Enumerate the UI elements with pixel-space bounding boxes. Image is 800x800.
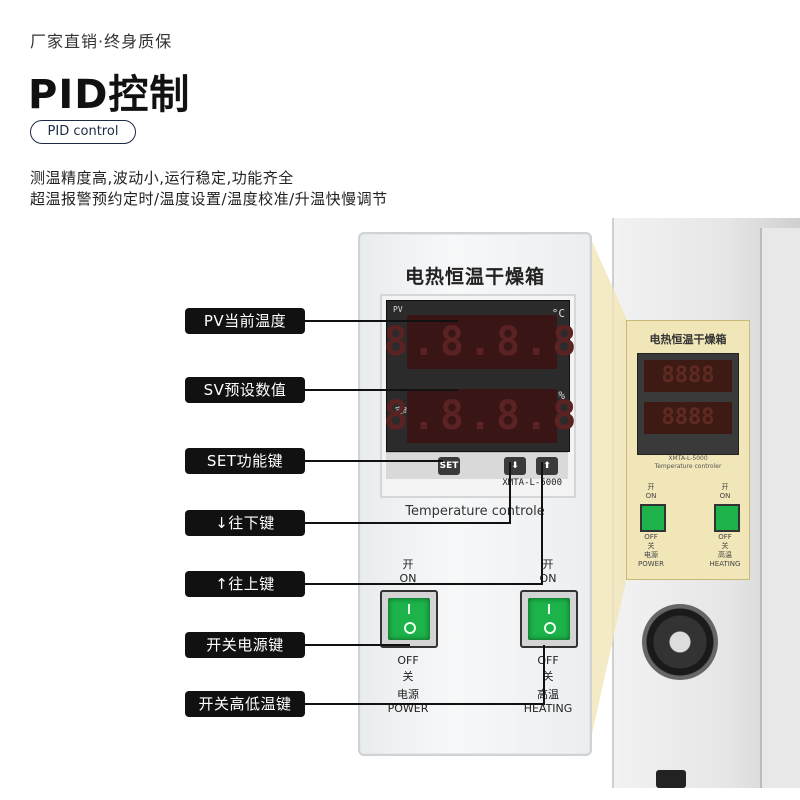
mini-heat-switch <box>714 504 740 532</box>
tagline: 厂家直销·终身质保 <box>30 32 173 51</box>
power-switch-rocker <box>388 598 430 640</box>
mini-sv-display: 8888 <box>644 402 732 434</box>
power-label: 开关电源键 <box>185 632 305 658</box>
set-key[interactable]: SET <box>438 457 460 475</box>
set-leader <box>305 460 443 462</box>
heat-leader-v <box>543 645 545 705</box>
mini-temperature-controller: Temperature controler <box>654 463 722 470</box>
up-key[interactable]: ⬆ <box>536 457 558 475</box>
control-panel: 电热恒温干燥箱 PV °C 8.8.8.8 定时 % 8.8.8.8 SET ⬇… <box>358 232 592 756</box>
pv-leader <box>305 320 458 322</box>
down-key[interactable]: ⬇ <box>504 457 526 475</box>
controller-face: PV °C 8.8.8.8 定时 % 8.8.8.8 <box>384 300 576 452</box>
description-line-2: 超温报警预约定时/温度设置/温度校准/升温快慢调节 <box>30 190 388 208</box>
up-leader-v <box>541 462 543 585</box>
heat-switch-en: HEATING <box>523 702 573 715</box>
power-switch-top-en: ON <box>399 572 417 585</box>
sv-leader <box>305 389 458 391</box>
heat-leader <box>305 703 545 705</box>
pid-control-pill: PID control <box>30 120 136 144</box>
fan-knob-icon <box>642 604 718 680</box>
heat-label: 开关高低温键 <box>185 691 305 717</box>
temperature-controller: PV °C 8.8.8.8 定时 % 8.8.8.8 SET ⬇ ⬆ XMTA-… <box>380 294 576 498</box>
oven-door <box>760 228 800 788</box>
heat-switch-name: 高温 <box>537 688 559 701</box>
temperature-controller-label: Temperature controle <box>405 504 545 519</box>
power-switch-guan: 关 <box>402 670 414 683</box>
mini-power-switch <box>640 504 666 532</box>
highlight-beam <box>588 232 628 752</box>
up-leader <box>305 583 543 585</box>
pv-display: 8.8.8.8 <box>384 315 576 369</box>
oven-foot <box>656 770 686 788</box>
set-label: SET功能键 <box>185 448 305 474</box>
mini-switch-1-bottom: OFF 关 电源 POWER <box>638 533 664 568</box>
mini-switch-1-top: 开 ON <box>645 483 657 500</box>
power-switch-top-cn: 开 <box>402 558 414 571</box>
headline: PID控制 <box>28 72 191 118</box>
power-switch-name: 电源 <box>397 688 419 701</box>
power-switch[interactable] <box>380 590 438 648</box>
timer-tag: 定时 <box>395 406 411 415</box>
power-leader <box>305 644 410 646</box>
mini-switch-2-top: 开 ON <box>719 483 731 500</box>
up-label: ↑往上键 <box>185 571 305 597</box>
heat-switch-top-en: ON <box>539 572 557 585</box>
mini-model: XMTA-L-5000 <box>668 455 708 462</box>
pv-tag: PV <box>393 305 403 314</box>
percent-unit: % <box>558 389 565 402</box>
controller-model: XMTA-L-5000 <box>502 478 562 488</box>
sv-display: 8.8.8.8 <box>384 389 576 443</box>
heat-switch-off: OFF <box>537 654 559 667</box>
heat-switch-rocker <box>528 598 570 640</box>
power-switch-off: OFF <box>397 654 419 667</box>
pv-label: PV当前温度 <box>185 308 305 334</box>
mini-control-panel: 电热恒温干燥箱 8888 8888 XMTA-L-5000 Temperatur… <box>626 320 750 580</box>
heat-switch-guan: 关 <box>542 670 554 683</box>
mini-controller: 8888 8888 <box>637 353 739 455</box>
description-line-1: 测温精度高,波动小,运行稳定,功能齐全 <box>30 169 294 187</box>
mini-panel-title: 电热恒温干燥箱 <box>649 333 727 346</box>
panel-title: 电热恒温干燥箱 <box>404 266 545 288</box>
down-label: ↓往下键 <box>185 510 305 536</box>
power-switch-en: POWER <box>387 702 429 715</box>
heat-switch[interactable] <box>520 590 578 648</box>
sv-label: SV预设数值 <box>185 377 305 403</box>
mini-switch-2-bottom: OFF 关 高温 HEATING <box>709 533 741 568</box>
mini-pv-display: 8888 <box>644 360 732 392</box>
heat-switch-top-cn: 开 <box>542 558 554 571</box>
down-leader <box>305 522 510 524</box>
down-leader-v <box>509 462 511 524</box>
